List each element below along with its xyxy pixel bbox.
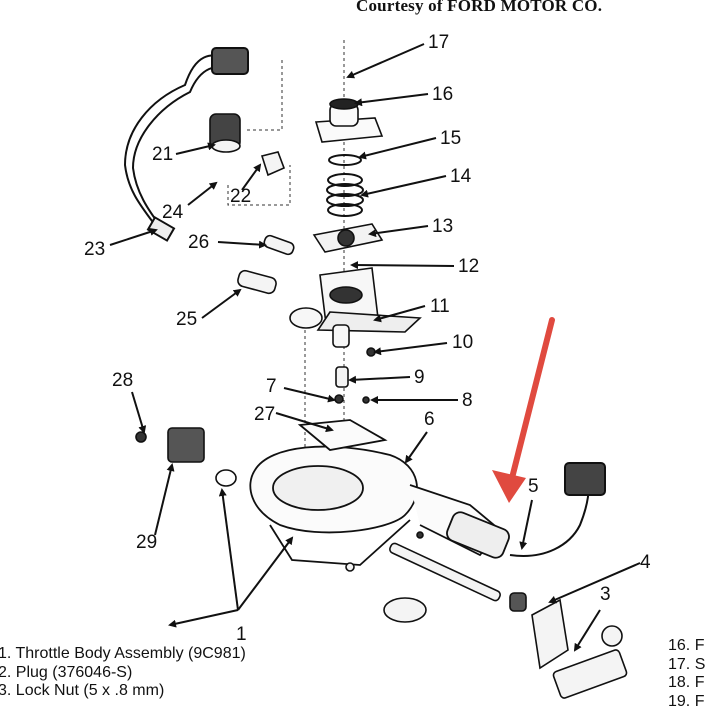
legend-line: 17. S [668, 655, 706, 673]
callout-28: 28 [112, 370, 133, 391]
leader-29 [154, 463, 175, 536]
callout-numbers: 1345678910111213141516172122232425262728… [84, 32, 651, 645]
callout-10: 10 [452, 332, 473, 353]
callout-27: 27 [254, 404, 275, 425]
leader-21 [175, 142, 216, 155]
callout-17: 17 [428, 32, 449, 53]
callout-26: 26 [188, 232, 209, 253]
callout-9: 9 [414, 367, 425, 388]
callout-3: 3 [600, 584, 611, 605]
callout-29: 29 [136, 532, 157, 553]
callout-22: 22 [230, 186, 251, 207]
diaphragm-plate [312, 223, 384, 253]
tps-harness [509, 462, 606, 557]
wiring-harness-connector [123, 47, 249, 242]
callout-16: 16 [432, 84, 453, 105]
leader-23 [109, 228, 158, 246]
leader-26 [217, 240, 267, 249]
leader-10 [373, 342, 448, 356]
air-bypass-valve-body [289, 267, 422, 348]
leader-13 [368, 225, 429, 238]
leader-28 [131, 391, 147, 434]
legend-line: 19. F [668, 692, 705, 710]
callout-6: 6 [424, 409, 435, 430]
legend-line: 3. Lock Nut (5 x .8 mm) [0, 682, 165, 699]
callout-23: 23 [84, 239, 105, 260]
callout-11: 11 [430, 296, 450, 317]
leader-9 [348, 375, 411, 384]
leader-16 [354, 93, 429, 107]
callout-12: 12 [458, 256, 479, 277]
callout-8: 8 [462, 390, 473, 411]
leader-22 [241, 163, 262, 191]
leader-1-1 [168, 609, 239, 628]
leader-7 [283, 387, 336, 403]
leader-24 [187, 181, 218, 206]
parts-legend-left: 1. Throttle Body Assembly (9C981) 2. Plu… [0, 645, 246, 701]
parts-legend-right: 16. F 17. S 18. F 19. F [668, 637, 705, 711]
leader-12 [350, 261, 455, 270]
callout-1: 1 [236, 624, 247, 645]
callout-7: 7 [266, 376, 277, 397]
callout-24: 24 [162, 202, 184, 223]
leader-5 [519, 499, 533, 550]
throttle-body [249, 419, 510, 566]
callout-leaders [109, 43, 641, 652]
idle-air-control-cover [314, 98, 384, 143]
leader-3 [573, 609, 601, 652]
leader-4 [548, 562, 641, 604]
leader-27 [275, 412, 334, 433]
linkage-parts [345, 531, 628, 699]
callout-21: 21 [152, 144, 173, 165]
left-connector-sensor [135, 427, 237, 487]
callout-15: 15 [440, 128, 461, 149]
credit-line: Courtesy of FORD MOTOR CO. [356, 0, 603, 15]
legend-line: 2. Plug (376046-S) [0, 663, 133, 681]
leader-6 [404, 431, 428, 464]
assembly-centerlines [227, 40, 345, 470]
legend-line: 16. F [668, 637, 705, 654]
leader-25 [201, 288, 242, 319]
highlight-arrow [492, 317, 555, 503]
leader-15 [358, 137, 437, 160]
spring-stack [326, 154, 364, 217]
leader-11 [373, 305, 426, 323]
callout-13: 13 [432, 216, 453, 237]
legend-line: 1. Throttle Body Assembly (9C981) [0, 645, 246, 662]
callout-4: 4 [640, 552, 651, 573]
callout-5: 5 [528, 476, 539, 497]
leader-1-3 [237, 536, 294, 611]
leader-1-2 [218, 488, 239, 611]
sensor-parts [209, 113, 376, 404]
callout-25: 25 [176, 309, 197, 330]
leader-14 [360, 175, 447, 198]
callout-14: 14 [450, 166, 472, 187]
leader-17 [346, 43, 425, 79]
legend-line: 18. F [668, 674, 705, 691]
